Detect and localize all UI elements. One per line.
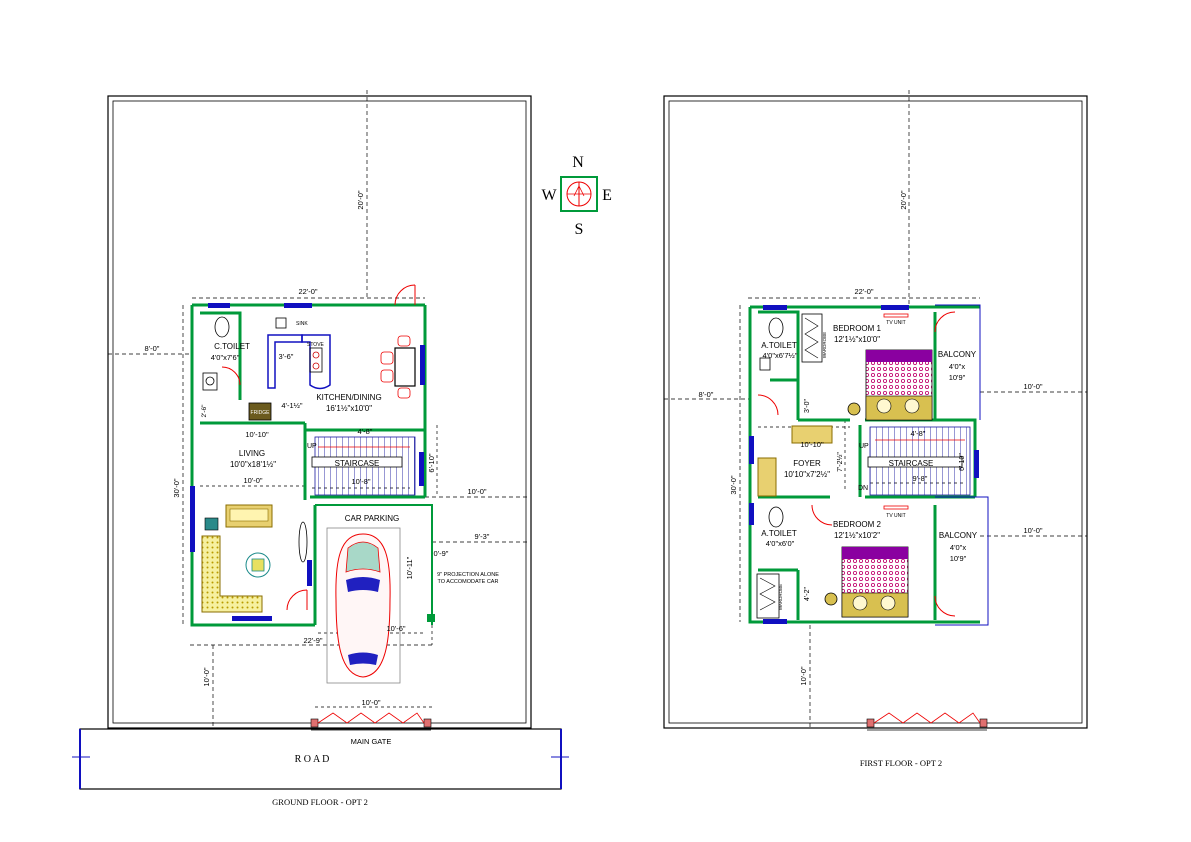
- staircase-label: STAIRCASE: [889, 459, 934, 468]
- dim-9-8: 9'-8": [913, 474, 928, 483]
- fridge-label: FRIDGE: [251, 410, 271, 416]
- balcony2-size-a: 4'0"x: [950, 543, 966, 552]
- ground-floor-plan: [72, 90, 569, 790]
- dim-10-10: 10'-10": [800, 440, 824, 449]
- kitchen-size: 16'1½"x10'0": [326, 404, 372, 413]
- tv-unit-2-label: TV UNIT: [886, 513, 905, 519]
- balcony1-size-a: 4'0"x: [949, 362, 965, 371]
- compass-east: E: [602, 187, 612, 204]
- dim-top-width: 22'-0": [854, 287, 873, 296]
- up-label: UP: [859, 443, 869, 450]
- atoilet2-label: A.TOILET: [761, 529, 797, 538]
- plot-boundary-outer: [663, 95, 1088, 729]
- dim-7-2: 7'-2½": [836, 452, 844, 472]
- dim-10-11: 10'-11": [405, 556, 414, 579]
- dim-height-30: 30'-0": [729, 475, 738, 494]
- living-size: 10'0"x18'1½": [230, 460, 276, 469]
- dim-10-10: 10'-10": [245, 430, 269, 439]
- first-floor-caption: FIRST FLOOR - OPT 2: [860, 758, 942, 768]
- projection-note-line1: 9" PROJECTION ALONE: [437, 572, 499, 578]
- dim-setback-top: 20'-0": [356, 190, 365, 209]
- dim-10-0-front: 10'-0": [799, 666, 808, 685]
- balcony2-size-b: 10'9": [950, 554, 967, 563]
- dim-4-8: 4'-8": [358, 427, 373, 436]
- dim-10-0-gate: 10'-0": [361, 698, 380, 707]
- wardrobe-2-label: WARDROBE: [778, 584, 783, 610]
- dim-9-3: 9'-3": [475, 532, 490, 541]
- main-gate-label: MAIN GATE: [351, 737, 392, 746]
- up-label: UP: [307, 443, 317, 450]
- dim-10-0-a: 10'-0": [1023, 382, 1042, 391]
- projection-note-line2: TO ACCOMODATE CAR: [438, 579, 499, 585]
- balcony1-size-b: 10'9": [949, 373, 966, 382]
- dim-6-10: 6'-10": [959, 453, 966, 471]
- compass-rose: [560, 176, 598, 212]
- staircase-label: STAIRCASE: [335, 459, 380, 468]
- atoilet1-label: A.TOILET: [761, 341, 797, 350]
- bedroom1-label: BEDROOM 1: [833, 324, 882, 333]
- dim-22-9: 22'-9": [303, 636, 322, 645]
- dim-setback-top: 20'-0": [899, 190, 908, 209]
- dim-10-8: 10'-8": [351, 477, 370, 486]
- dim-4-1: 4'-1½": [281, 401, 303, 410]
- dn-label: DN: [858, 485, 868, 492]
- dim-10-0-b: 10'-0": [1023, 526, 1042, 535]
- stove-label: STOVE: [307, 342, 325, 348]
- sink-label: SINK: [296, 321, 308, 327]
- compass-west: W: [541, 187, 557, 204]
- tv-unit-1-label: TV UNIT: [886, 320, 905, 326]
- dim-10-6: 10'-6": [386, 624, 405, 633]
- plot-boundary-inner: [668, 100, 1083, 724]
- bedroom1-size: 12'1½"x10'0": [834, 335, 880, 344]
- road-label: R O A D: [295, 754, 330, 765]
- ctoilet-label: C.TOILET: [214, 342, 250, 351]
- balcony1-label: BALCONY: [938, 350, 977, 359]
- plot-boundary-outer: [107, 95, 532, 729]
- ctoilet-size: 4'0"x7'6": [211, 353, 240, 362]
- atoilet2-size: 4'0"x6'0": [766, 539, 795, 548]
- dim-2-6: 2'-6": [201, 404, 208, 418]
- foyer-size: 10'10"x7'2½": [784, 470, 830, 479]
- dim-0-9: 0'-9": [434, 549, 449, 558]
- foyer-label: FOYER: [793, 459, 821, 468]
- dim-10-0-right: 10'-0": [467, 487, 486, 496]
- dim-3-6: 3'-6": [279, 352, 294, 361]
- wardrobe-1-label: WARDROBE: [822, 332, 827, 358]
- dim-4-8: 4'-8": [911, 429, 926, 438]
- dim-10-0-living: 10'-0": [243, 476, 262, 485]
- plot-boundary-inner: [112, 100, 527, 724]
- dim-setback-left: 8'-0": [699, 390, 714, 399]
- dim-setback-left: 8'-0": [145, 344, 160, 353]
- dim-top-width: 22'-0": [298, 287, 317, 296]
- ground-floor-caption: GROUND FLOOR - OPT 2: [272, 797, 368, 807]
- atoilet1-size: 4'0"x6'7½": [763, 351, 798, 360]
- dim-3-0: 3'-0": [804, 399, 811, 413]
- bedroom2-label: BEDROOM 2: [833, 520, 882, 529]
- compass-north: N: [572, 154, 584, 171]
- first-floor-plan: [663, 90, 1088, 731]
- bedroom2-size: 12'1½"x10'2": [834, 531, 880, 540]
- compass-south: S: [575, 221, 584, 238]
- living-label: LIVING: [239, 449, 265, 458]
- kitchen-label: KITCHEN/DINING: [316, 393, 381, 402]
- dim-6-10: 6'-10": [427, 453, 436, 472]
- dim-height-30: 30'-0": [172, 478, 181, 497]
- car-parking-label: CAR PARKING: [345, 514, 400, 523]
- dim-4-2: 4'-2": [804, 587, 811, 601]
- dim-10-0-front: 10'-0": [202, 667, 211, 686]
- balcony2-label: BALCONY: [939, 531, 978, 540]
